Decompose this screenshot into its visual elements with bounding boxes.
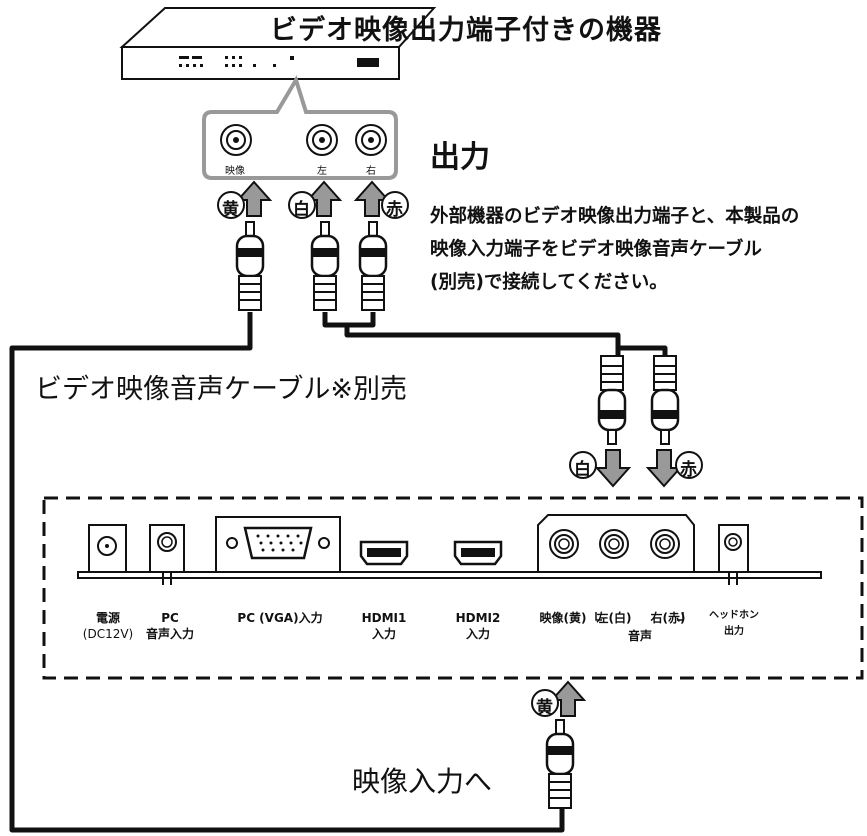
label-hdmi2: HDMI2 入力 — [450, 610, 506, 642]
label-headphone-line2: 出力 — [724, 626, 744, 637]
label-hdmi2-line2: 入力 — [465, 627, 490, 641]
vga-port — [215, 516, 341, 573]
label-headphone: ヘッドホン 出力 — [703, 608, 765, 640]
cable-label: ビデオ映像音声ケーブル※別売 — [35, 374, 408, 405]
hdmi1-port — [359, 540, 409, 566]
mark-red-top: 赤 — [386, 200, 403, 220]
panel-frame — [42, 496, 864, 680]
plug-yellow-top — [235, 220, 265, 312]
plug-red-top — [358, 220, 388, 312]
jack-right-out — [355, 124, 387, 156]
label-hdmi1: HDMI1 入力 — [356, 610, 412, 642]
label-power: 電源 (DC12V) — [80, 610, 136, 642]
description-line-1: 外部機器のビデオ映像出力端子と、本製品の — [430, 206, 800, 227]
jack-label-right: 右 — [366, 166, 376, 177]
hdmi2-port — [453, 540, 503, 566]
video-in-label: 映像入力へ — [352, 765, 493, 798]
jack-label-video: 映像 — [225, 166, 245, 177]
label-headphone-line1: ヘッドホン — [709, 610, 759, 621]
plug-red-mid — [650, 354, 680, 446]
label-hdmi1-line1: HDMI1 — [361, 611, 407, 625]
label-audio-group: 音声 — [627, 629, 652, 643]
description: 外部機器のビデオ映像出力端子と、本製品の 映像入力端子をビデオ映像音声ケーブル … — [430, 200, 867, 299]
label-pc-vga: PC (VGA)入力 — [237, 611, 323, 625]
av-jacks — [537, 514, 695, 573]
label-hdmi2-line1: HDMI2 — [455, 611, 501, 625]
pc-audio-jack — [149, 524, 185, 585]
label-power-line2: (DC12V) — [82, 627, 134, 641]
label-power-line1: 電源 — [95, 611, 120, 625]
jack-audio-right-in — [650, 529, 680, 559]
device-title: ビデオ映像出力端子付きの機器 — [270, 15, 662, 46]
mark-red-mid: 赤 — [680, 460, 697, 480]
output-label: 出力 — [430, 140, 490, 175]
mark-yellow-bottom: 黄 — [536, 698, 553, 718]
description-line-3: (別売)で接続してください。 — [430, 272, 668, 293]
plug-white-top — [310, 220, 340, 312]
cables — [9, 312, 668, 833]
label-audio-right: 右(赤) — [650, 611, 686, 625]
label-hdmi1-line2: 入力 — [371, 627, 396, 641]
mark-white-top: 白 — [293, 200, 310, 220]
jack-video-in — [549, 529, 579, 559]
jack-label-left: 左 — [317, 166, 327, 177]
power-jack — [88, 524, 127, 573]
jack-left-out — [306, 124, 338, 156]
jack-audio-left-in — [599, 529, 629, 559]
headphone-jack — [718, 524, 749, 585]
output-callout — [202, 75, 398, 180]
color-mark-circles — [217, 191, 703, 717]
plug-white-mid — [597, 354, 627, 446]
label-pc-audio-line2: 音声入力 — [145, 627, 194, 641]
label-pc-audio: PC 音声入力 — [140, 610, 200, 642]
jack-video-out — [220, 124, 252, 156]
plug-yellow-bottom — [545, 718, 575, 810]
label-video-yellow: 映像(黄) — [539, 611, 587, 625]
mark-white-mid: 白 — [574, 460, 591, 480]
label-pc-audio-line1: PC — [161, 611, 179, 625]
label-audio-left: 左(白) — [596, 611, 632, 625]
mark-yellow-top: 黄 — [222, 200, 239, 220]
description-line-2: 映像入力端子をビデオ映像音声ケーブル — [430, 239, 762, 260]
source-device — [119, 7, 437, 80]
